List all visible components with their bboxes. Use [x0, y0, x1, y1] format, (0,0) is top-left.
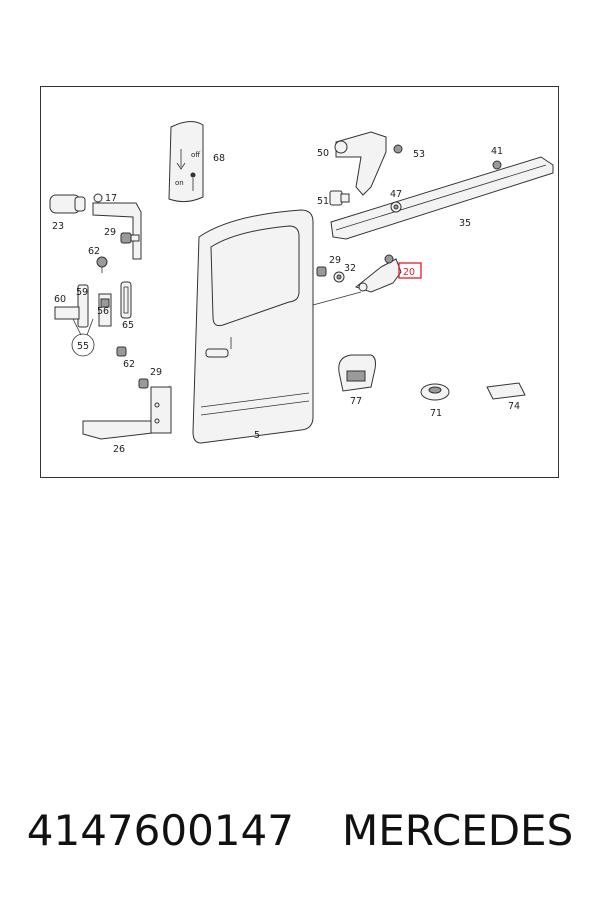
bolt-62-upper: [96, 256, 108, 273]
part-20-roller-carriage: [354, 254, 402, 293]
part-47-washer: [390, 201, 402, 213]
label-part-60: 60: [54, 294, 66, 305]
label-part-20: 20: [403, 267, 415, 278]
part-35-guide-rail: [330, 156, 554, 240]
label-part-62-upper: 62: [88, 246, 100, 257]
part-number: 4147600147: [26, 805, 294, 855]
label-part-23: 23: [52, 221, 64, 232]
label-part-47: 47: [390, 189, 402, 200]
label-part-55: 55: [77, 341, 89, 352]
sliding-door-panel: [192, 209, 314, 444]
washer-32: [333, 271, 345, 283]
exploded-view-drawing: off on: [49, 121, 554, 455]
parts-diagram: off on: [40, 86, 559, 478]
brand-name: MERCEDES: [341, 805, 574, 855]
label-part-41: 41: [491, 146, 503, 157]
label-part-59: 59: [76, 287, 88, 298]
bolt-29-upper: [120, 232, 140, 244]
latch-bracket-assembly: [54, 281, 132, 328]
bolt-62-lower: [116, 346, 127, 357]
label-part-5: 5: [254, 430, 260, 441]
label-part-56: 56: [97, 306, 109, 317]
bolt-29-lower: [138, 378, 149, 389]
label-part-51: 51: [317, 196, 329, 207]
part-55-callout: [71, 318, 95, 357]
label-part-65: 65: [122, 320, 134, 331]
sticker-on-label: on: [175, 179, 184, 187]
highlight-box-part-20: [398, 262, 422, 279]
part-26-lower-hinge: [82, 385, 172, 440]
part-caption: 4147600147 MERCEDES: [0, 800, 600, 860]
part-74-pad: [486, 382, 526, 400]
label-part-62-lower: 62: [123, 359, 135, 370]
part-71-grommet: [420, 383, 450, 401]
part-23-handle: [49, 194, 86, 214]
label-part-53: 53: [413, 149, 425, 160]
label-part-35: 35: [459, 218, 471, 229]
warning-sticker: off on: [168, 121, 204, 203]
part-17-upper-hinge: [92, 193, 142, 260]
label-part-32: 32: [344, 263, 356, 274]
label-part-68: 68: [213, 153, 225, 164]
label-part-50: 50: [317, 148, 329, 159]
part-77-cover: [338, 354, 376, 392]
part-51-roller: [329, 190, 350, 206]
bolt-53: [393, 144, 403, 154]
label-part-26: 26: [113, 444, 125, 455]
label-part-71: 71: [430, 408, 442, 419]
label-part-74: 74: [508, 401, 520, 412]
part-50-upper-roller-arm: [334, 131, 387, 196]
label-part-17: 17: [105, 193, 117, 204]
label-part-29-lower: 29: [150, 367, 162, 378]
label-part-29-carriage: 29: [329, 255, 341, 266]
sticker-off-label: off: [191, 151, 200, 159]
leader-line-carriage: [312, 291, 362, 306]
bolt-29-carriage: [316, 266, 327, 277]
part-41-nut: [492, 160, 502, 170]
label-part-77: 77: [350, 396, 362, 407]
label-part-29-upper: 29: [104, 227, 116, 238]
